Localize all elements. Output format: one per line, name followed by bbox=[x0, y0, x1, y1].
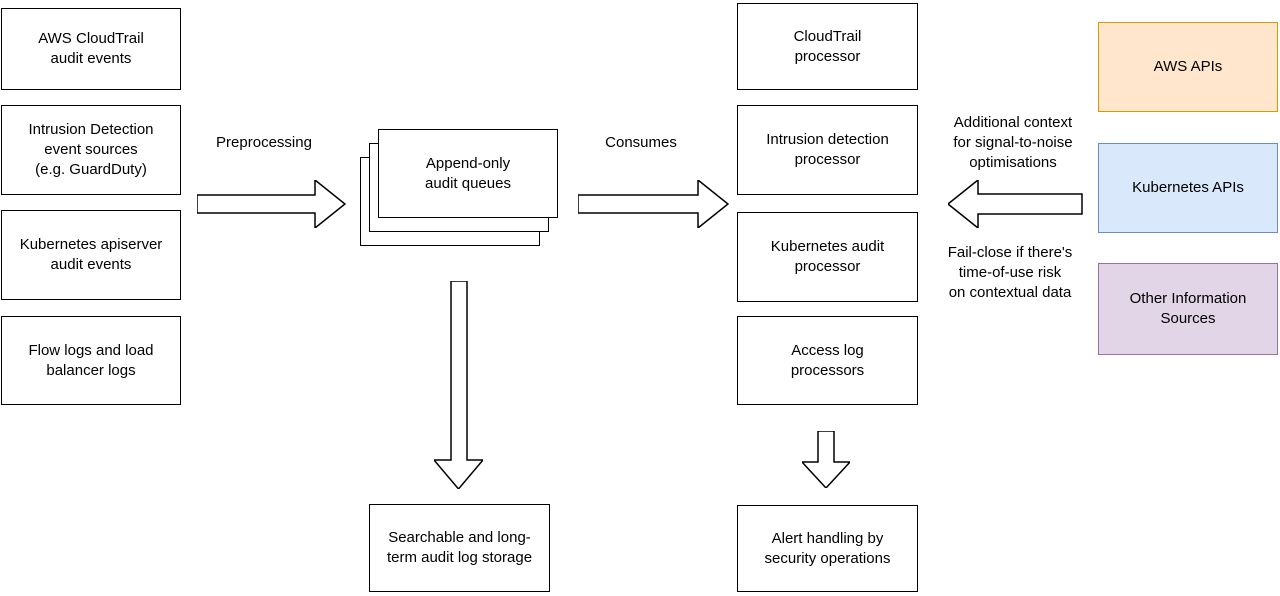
preprocessing-arrow bbox=[197, 180, 346, 228]
processor-box-cloudtrail: CloudTrail processor bbox=[737, 3, 918, 90]
source-box-intrusion-detection: Intrusion Detection event sources (e.g. … bbox=[1, 105, 181, 195]
api-box-aws: AWS APIs bbox=[1098, 22, 1278, 112]
storage-box: Searchable and long- term audit log stor… bbox=[369, 504, 550, 592]
processor-box-access-log: Access log processors bbox=[737, 316, 918, 405]
api-box-kubernetes: Kubernetes APIs bbox=[1098, 143, 1278, 233]
queue-to-storage-arrow bbox=[434, 281, 483, 489]
source-box-aws-cloudtrail: AWS CloudTrail audit events bbox=[1, 8, 181, 90]
additional-context-label: Additional context for signal-to-noise o… bbox=[953, 114, 1073, 171]
consumes-arrow bbox=[578, 180, 729, 228]
api-box-other-sources: Other Information Sources bbox=[1098, 263, 1278, 355]
preprocessing-label: Preprocessing bbox=[216, 134, 312, 151]
consumes-label: Consumes bbox=[605, 134, 677, 151]
processor-box-kubernetes-audit: Kubernetes audit processor bbox=[737, 212, 918, 302]
context-arrow bbox=[948, 180, 1083, 228]
processors-to-alert-arrow bbox=[802, 431, 850, 488]
queue-box-front: Append-only audit queues bbox=[378, 129, 558, 218]
source-box-kubernetes-apiserver: Kubernetes apiserver audit events bbox=[1, 210, 181, 300]
fail-close-label: Fail-close if there's time-of-use risk o… bbox=[947, 244, 1073, 301]
alert-box: Alert handling by security operations bbox=[737, 505, 918, 592]
source-box-flow-logs: Flow logs and load balancer logs bbox=[1, 316, 181, 405]
processor-box-intrusion-detection: Intrusion detection processor bbox=[737, 105, 918, 195]
